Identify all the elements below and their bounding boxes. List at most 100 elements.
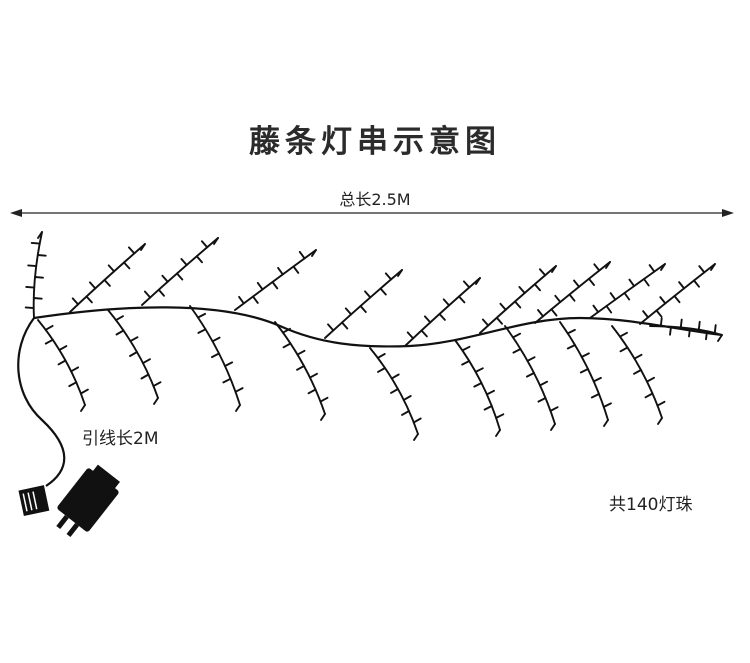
vine-branch (479, 265, 557, 334)
bulb-tick (533, 283, 541, 292)
bulb-tick (222, 377, 232, 384)
bulb-tick (107, 264, 116, 273)
bulb-tick (292, 265, 300, 274)
bulb-tick (698, 265, 706, 274)
bulb-tick (628, 278, 636, 288)
bulb-tick (474, 367, 484, 373)
bulb-tick (512, 348, 522, 354)
bulb-tick (705, 330, 708, 341)
bulb-tick (423, 315, 432, 324)
bulb-tick (566, 328, 576, 335)
bulb-tick (210, 352, 220, 359)
bulb-tick (485, 389, 495, 396)
bulb-tick (68, 381, 78, 388)
bulb-tick (200, 240, 209, 249)
bulb-tick (234, 387, 244, 393)
lead-wire (17, 317, 66, 487)
bulb-tick (420, 329, 428, 338)
bulb-tick (592, 304, 600, 314)
bulb-tick (320, 413, 326, 421)
bulb-tick (161, 274, 169, 283)
length-dimension-arrow (10, 209, 734, 217)
bulb-tick (359, 305, 367, 313)
lead-wire-label: 引线长2M (82, 429, 159, 449)
bulb-tick (481, 318, 490, 327)
bulb-tick (657, 417, 663, 425)
bulb-tick (580, 352, 590, 358)
bulb-tick (673, 295, 681, 304)
bulb-tick (526, 356, 536, 362)
bulb-tick (495, 429, 501, 437)
bulb-tick (376, 353, 386, 359)
bulb-tick (644, 392, 654, 399)
bulb-tick (195, 255, 203, 264)
bulb-tick (282, 327, 291, 334)
bulb-tick (379, 287, 387, 296)
bulb-tick (252, 295, 259, 304)
bulb-tick (344, 307, 353, 316)
bulb-tick (307, 388, 317, 395)
bulb-tick (296, 349, 306, 356)
bulb-tick (659, 317, 663, 328)
bulb-tick (669, 325, 672, 336)
bulb-tick (224, 361, 234, 367)
bulb-tick (539, 380, 549, 387)
bulb-tick (103, 279, 111, 287)
bulb-tick (717, 334, 723, 342)
bulb-tick (633, 369, 642, 375)
bulb-tick (24, 306, 35, 310)
bulb-tick (495, 316, 503, 325)
bulb-tick (235, 404, 241, 412)
bulb-tick (619, 346, 629, 353)
bulb-tick (27, 264, 38, 268)
bulb-tick (655, 309, 663, 318)
power-adapter (56, 464, 120, 538)
bulb-tick (442, 298, 451, 307)
bulb-tick (550, 308, 558, 317)
bulb-tick (390, 388, 399, 394)
bulb-tick (37, 231, 43, 239)
bulb-tick (127, 246, 136, 255)
bulb-tick (30, 241, 41, 245)
bulb-tick (390, 373, 400, 380)
bulb-tick (413, 433, 419, 441)
bulb-tick (79, 388, 89, 395)
bulb-count-label: 共140灯珠 (609, 495, 693, 515)
bulb-tick (406, 331, 415, 340)
bulb-tick (402, 395, 412, 401)
bulb-tick (537, 309, 545, 318)
diagram-title: 藤条灯串示意图 (249, 124, 501, 160)
bulb-tick (549, 406, 559, 412)
bulb-tick (609, 292, 617, 301)
bulb-tick (602, 402, 612, 408)
bulb-tick (25, 285, 36, 289)
plug-connector (18, 485, 50, 517)
bulb-tick (44, 338, 54, 345)
bulb-tick (525, 372, 535, 378)
bulb-tick (633, 353, 643, 360)
bulb-tick (458, 295, 466, 304)
bulb-tick (298, 250, 306, 260)
bulb-tick (309, 372, 318, 379)
bulb-tick (143, 290, 152, 299)
bulb-tick (88, 281, 97, 290)
bulb-tick (475, 277, 481, 285)
bulb-tick (688, 327, 691, 338)
bulb-tick (57, 359, 67, 366)
vine-branches (24, 231, 723, 441)
bulb-tick (153, 397, 159, 405)
bulb-tick (129, 351, 138, 357)
bulb-tick (58, 345, 68, 351)
bulb-tick (623, 292, 631, 301)
bulb-tick (483, 405, 493, 411)
bulb-tick (550, 423, 556, 431)
bulb-tick (495, 413, 505, 419)
vine-branch (404, 277, 481, 347)
bulb-tick (115, 329, 125, 336)
bulb-tick (461, 360, 471, 366)
bulb-tick (461, 345, 471, 352)
bulb-tick (499, 302, 507, 311)
bulb-tick (256, 281, 264, 291)
bulb-tick (296, 365, 305, 371)
bulb-tick (642, 310, 650, 319)
